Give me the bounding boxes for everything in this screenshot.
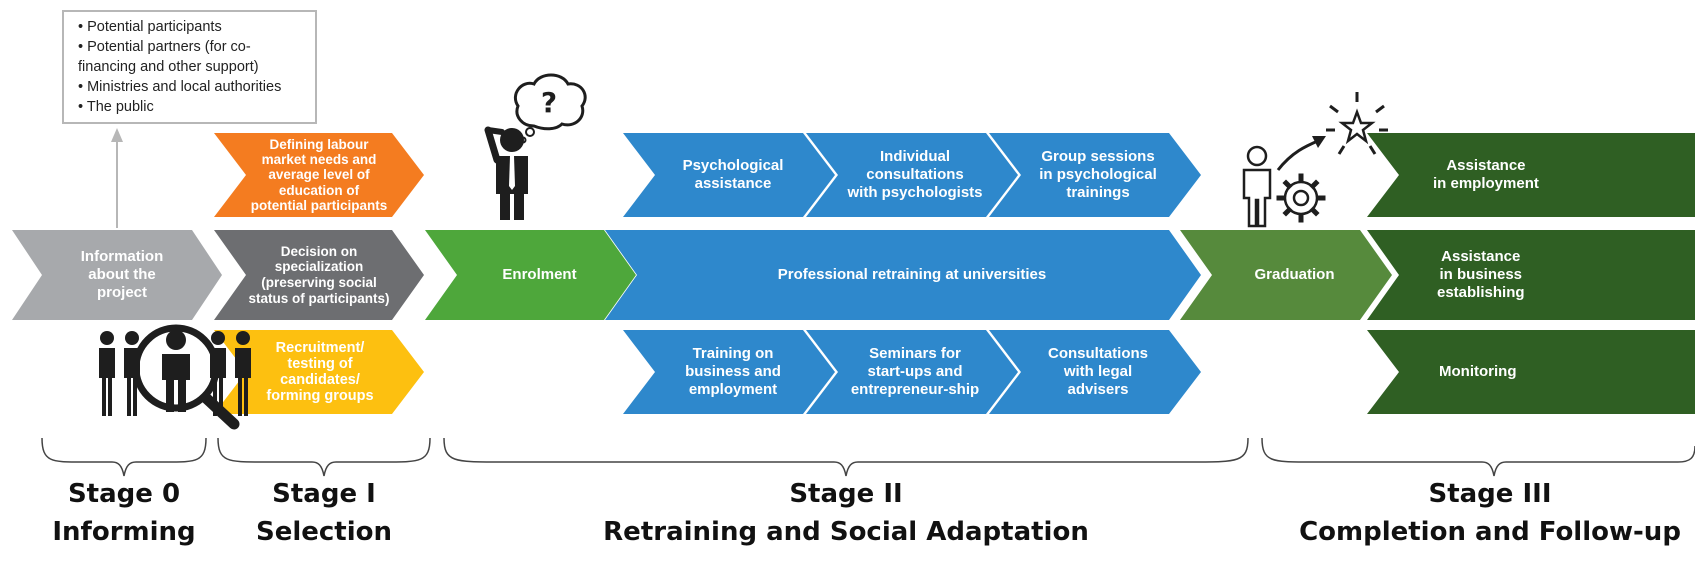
chevron-shape-defining [214, 133, 424, 217]
chevron-shape-group [989, 133, 1201, 217]
audience-item: • Ministries and local authorities [78, 79, 282, 95]
brace-stage1 [217, 437, 431, 477]
brace-stage3 [1261, 437, 1695, 477]
audience-item: financing and other support) [78, 59, 259, 75]
chevron-shape-recruitment [214, 330, 424, 414]
chevron-shape-seminars [806, 330, 1018, 414]
people-search-icon [99, 324, 251, 430]
audience-box: • Potential participants • Potential par… [62, 10, 317, 124]
chevron-shape-legal [989, 330, 1201, 414]
chevron-shape-retraining [605, 230, 1201, 320]
chevron-shape-decision [214, 230, 424, 320]
chevron-shape-employment [1367, 133, 1695, 217]
chevron-retraining: Professional retraining at universities [777, 266, 1047, 283]
stage-braces [41, 437, 1695, 477]
brace-stage2 [443, 437, 1249, 477]
audience-item: • Potential participants [78, 19, 222, 35]
chevron-shape-training [623, 330, 835, 414]
brace-stage0 [41, 437, 207, 477]
connector-arrowhead [111, 128, 123, 142]
chevron-monitoring: Monitoring [1439, 363, 1517, 380]
chevron-shape-enrolment [425, 230, 636, 320]
audience-item: • Potential partners (for co- [78, 39, 251, 55]
chevron-shape-business [1367, 230, 1695, 320]
question-mark-glyph: ? [540, 86, 558, 119]
chevron-enrolment: Enrolment [502, 266, 577, 283]
chevron-shape-individual [806, 133, 1018, 217]
chevron-shape-graduation [1180, 230, 1392, 320]
chevron-graduation: Graduation [1254, 266, 1335, 283]
achievement-icon [1242, 92, 1388, 228]
chevron-shape-monitoring [1367, 330, 1695, 414]
thinking-person-icon [484, 73, 587, 220]
chevron-shape-information [12, 230, 222, 320]
audience-item: • The public [78, 99, 154, 115]
chevron-shape-psych [623, 133, 835, 217]
